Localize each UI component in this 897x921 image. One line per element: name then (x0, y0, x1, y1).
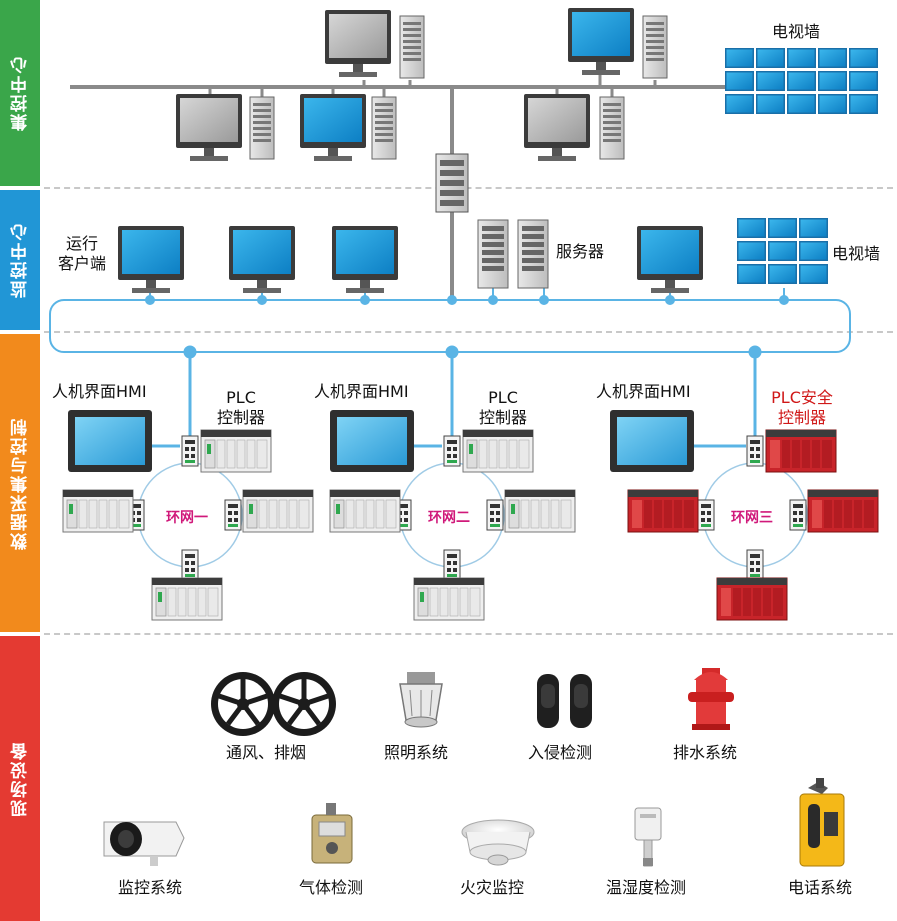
band-monitor: 监控中心 (0, 190, 40, 330)
monitor-drops (145, 288, 789, 305)
client-label: 运行 客户端 (58, 234, 107, 273)
monitor-center-monitor (637, 226, 703, 293)
fire-label: 火灾监控 (460, 878, 525, 897)
client-monitor-2 (229, 226, 295, 293)
plc-3-label: PLC安全 控制器 (771, 388, 833, 427)
central-monitor-5 (524, 94, 590, 161)
acquisition-drops (152, 345, 762, 448)
telephone-icon (799, 778, 845, 867)
tv-wall-top-label: 电视墙 (772, 22, 821, 41)
ring-2 (329, 410, 576, 621)
gas-label: 气体检测 (299, 878, 364, 897)
client-monitor-1 (118, 226, 184, 293)
central-tv-wall (725, 48, 878, 114)
fan-icon (211, 672, 336, 736)
server-1 (477, 219, 509, 289)
hmi-2-label: 人机界面HMI (314, 382, 409, 401)
ventilation-label: 通风、排烟 (226, 743, 307, 762)
central-monitor-3 (176, 94, 242, 161)
central-monitor-2 (568, 8, 634, 75)
smoke-detector-icon (461, 819, 535, 866)
central-monitor-4 (300, 94, 366, 161)
ring-1-label: 环网一 (166, 510, 208, 526)
central-pc-1 (399, 15, 425, 79)
tv-wall-mid-label: 电视墙 (832, 244, 881, 263)
phone-label: 电话系统 (788, 878, 853, 897)
band-field: 现场设备 (0, 636, 40, 921)
central-pc-4 (371, 96, 397, 160)
fire-hydrant-icon (688, 668, 734, 730)
server-2 (517, 219, 549, 289)
gas-detector-icon (311, 803, 353, 864)
humidity-label: 温湿度检测 (606, 878, 687, 897)
central-pc-3 (249, 96, 275, 160)
band-central: 集控中心 (0, 0, 40, 186)
server-label: 服务器 (556, 242, 605, 261)
cctv-camera-icon (103, 821, 185, 866)
hmi-1-label: 人机界面HMI (52, 382, 147, 401)
central-pc-2 (642, 15, 668, 79)
intrusion-detector-icon (537, 674, 592, 728)
ring-1 (62, 410, 314, 621)
humidity-sensor-icon (634, 807, 662, 867)
ring-3-label: 环网三 (731, 510, 773, 526)
separator-3 (44, 633, 893, 635)
cctv-label: 监控系统 (118, 878, 183, 897)
drainage-label: 排水系统 (673, 743, 738, 762)
central-monitor-1 (325, 10, 391, 77)
ring-3 (610, 410, 879, 621)
explosion-proof-lamp-icon (399, 672, 443, 728)
intrusion-label: 入侵检测 (528, 743, 593, 762)
band-acquisition: 数据采集与控制 (0, 334, 40, 632)
plc-2-label: PLC 控制器 (478, 388, 527, 427)
client-monitor-3 (332, 226, 398, 293)
central-pc-5 (599, 96, 625, 160)
core-switch (435, 153, 469, 213)
separator-2 (44, 331, 893, 333)
plc-1-label: PLC 控制器 (216, 388, 265, 427)
hmi-3-label: 人机界面HMI (596, 382, 691, 401)
lighting-label: 照明系统 (384, 743, 449, 762)
ring-2-label: 环网二 (428, 510, 470, 526)
monitor-ring (49, 299, 851, 353)
monitor-tv-wall (737, 218, 828, 284)
